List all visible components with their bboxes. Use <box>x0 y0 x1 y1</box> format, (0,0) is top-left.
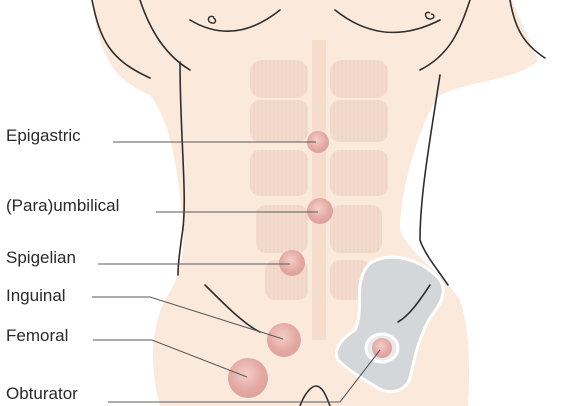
label-obturator: Obturator <box>6 385 78 402</box>
label-paraumbilical: (Para)umbilical <box>6 197 119 214</box>
femoral-hernia <box>228 358 268 398</box>
inguinal-hernia <box>267 323 301 357</box>
paraumbilical-hernia <box>307 198 333 224</box>
label-spigelian: Spigelian <box>6 249 76 266</box>
label-epigastric: Epigastric <box>6 127 81 144</box>
label-inguinal: Inguinal <box>6 287 66 304</box>
label-femoral: Femoral <box>6 327 68 344</box>
spigelian-hernia <box>279 250 305 276</box>
obturator-hernia <box>372 338 392 358</box>
linea-alba <box>312 40 326 340</box>
